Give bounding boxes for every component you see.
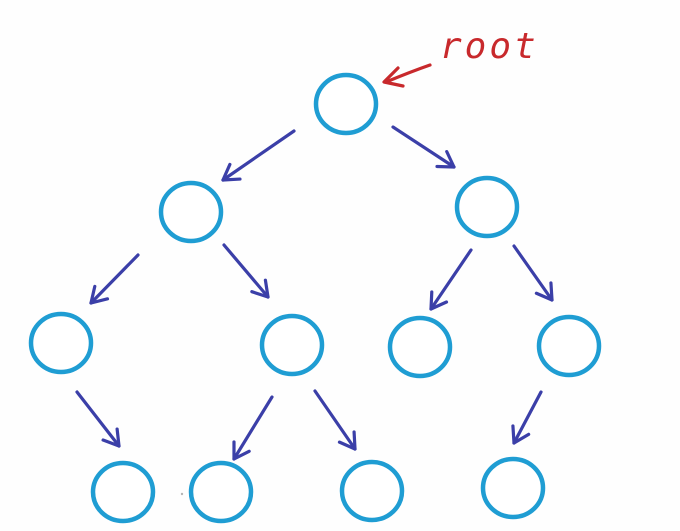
edge-arrow-n1-n3 [89,253,140,305]
edge-arrowhead [250,278,270,299]
tree-node-n1 [158,180,224,244]
edge-arrow-n2-n5 [429,248,473,311]
edge-arrow-n3-n7 [75,390,121,448]
edge-shaft [221,129,296,182]
edge-arrowhead [429,290,449,311]
edge-shaft [391,125,456,169]
edge-shaft [232,395,274,461]
edge-shaft [429,248,473,311]
edge-arrow-n1-n4 [222,243,270,299]
edge-arrow-n6-n10 [511,390,543,445]
tree-node-n8 [188,460,254,524]
edge-shaft [313,389,357,451]
root-pointer-arrow [382,63,432,88]
edge-shaft [222,243,270,299]
edge-arrowhead [221,162,242,182]
edge-arrow-n0-n1 [221,129,296,182]
edge-shaft [512,390,543,445]
edge-arrow-n4-n9 [313,389,357,451]
tree-node-n10 [480,456,546,520]
edge-arrowhead [534,281,554,302]
edge-arrow-n0-n2 [391,125,456,169]
stray-speck [180,492,184,496]
tree-node-n5 [387,315,453,379]
edge-arrow-n4-n8 [232,395,274,461]
tree-node-n2 [454,175,520,239]
edge-arrowhead [337,430,357,451]
edge-arrowhead [435,150,456,169]
root-pointer-head [382,66,405,88]
tree-node-n4 [259,313,325,377]
edge-arrowhead [101,427,121,448]
nodes-layer [28,72,602,524]
edge-arrow-n2-n6 [512,244,554,302]
root-pointer-shaft [384,63,432,84]
edge-arrowhead [232,440,251,461]
tree-node-n3 [28,311,94,375]
root-label: root [440,26,539,67]
edge-shaft [512,244,554,302]
edges-layer [75,125,554,461]
tree-node-n6 [536,314,602,378]
edge-arrowhead [89,284,110,305]
tree-node-n7 [90,460,156,524]
edge-arrowhead [511,424,531,445]
edge-shaft [75,390,121,448]
edge-shaft [89,253,140,305]
tree-node-n9 [339,459,405,523]
tree-node-n0 [313,72,379,136]
